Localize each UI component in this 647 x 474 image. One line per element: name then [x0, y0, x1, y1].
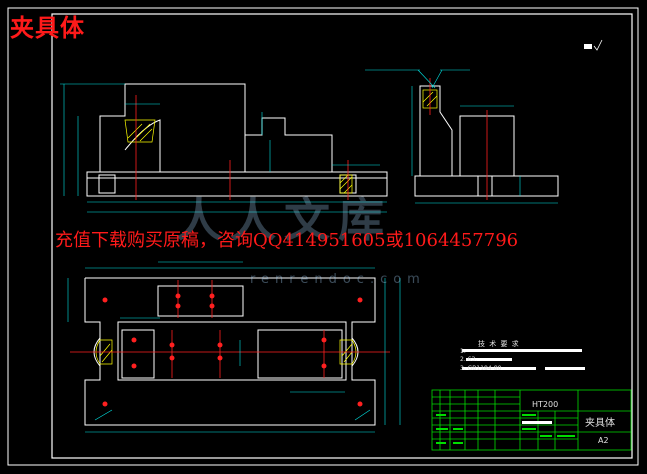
- front-view-hatch: [124, 119, 353, 194]
- side-view-centerlines: [429, 78, 488, 200]
- tech-requirement-item: 3. GB1184-80: [460, 365, 502, 372]
- top-view-holes: [102, 293, 363, 407]
- top-view-hatch: [95, 339, 357, 365]
- top-view: [84, 277, 376, 426]
- tech-requirements-heading: 技 术 要 求: [478, 340, 520, 348]
- title-block-sheet-size: A2: [598, 436, 609, 445]
- promo-text: 充值下载购买原稿，咨询QQ414951605或1064457796: [55, 230, 519, 251]
- watermark-cn: 人人文库: [176, 193, 392, 247]
- tech-requirement-item: 2. 63.: [460, 356, 478, 363]
- tech-requirements-lines: [462, 349, 585, 370]
- title-block-grid: [431, 389, 632, 451]
- title-block-material: HT200: [532, 400, 559, 409]
- title-block-part-name: 夹具体: [585, 418, 615, 429]
- side-view-dimensions: [365, 69, 558, 204]
- inner-border: [51, 13, 633, 459]
- front-view-dimensions: [60, 83, 387, 213]
- watermark-url: renrendoc.com: [250, 272, 426, 287]
- drawing-title-overlay: 夹具体: [10, 13, 85, 42]
- roughness-symbol: [584, 39, 603, 51]
- top-view-dimensions: [67, 261, 401, 433]
- tech-requirement-item: 1.: [460, 348, 466, 355]
- outer-border: [7, 7, 639, 466]
- title-block-fill: [436, 414, 575, 444]
- front-view-centerlines: [135, 95, 349, 200]
- front-view: [86, 83, 388, 197]
- side-view: [414, 85, 559, 197]
